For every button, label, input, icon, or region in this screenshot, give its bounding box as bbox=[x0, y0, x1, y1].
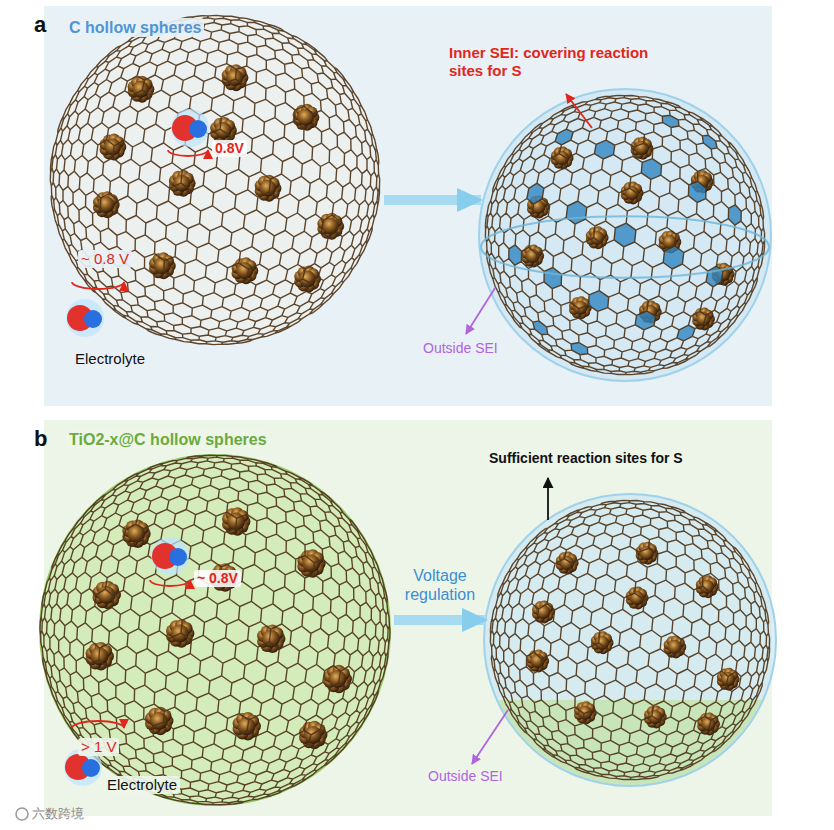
watermark: 六数跨境 bbox=[32, 806, 84, 822]
annotation: Electrolyte bbox=[72, 350, 148, 368]
panel: aC hollow spheres0.8VInner SEI: covering… bbox=[44, 6, 772, 406]
watermark-icon bbox=[16, 808, 28, 820]
particle-core bbox=[226, 69, 243, 86]
particle-core bbox=[238, 717, 256, 735]
annotation: Outside SEI bbox=[420, 340, 501, 357]
sei-hexagon bbox=[533, 321, 548, 335]
sphere-node: 0.8V bbox=[50, 15, 380, 345]
carbon-mesh bbox=[485, 95, 764, 374]
process-arrow bbox=[384, 195, 481, 205]
hollow-sphere bbox=[484, 494, 776, 786]
leader-line bbox=[466, 288, 495, 334]
sulfur-particle bbox=[586, 226, 609, 249]
reduction-curl bbox=[168, 150, 208, 156]
carbon-mesh bbox=[490, 500, 769, 779]
carbon-atom bbox=[189, 120, 207, 138]
sulfur-particle bbox=[696, 575, 719, 598]
sei-shell bbox=[479, 89, 771, 381]
sulfur-particle bbox=[626, 587, 649, 610]
node-text: Sufficient reaction sites for S bbox=[486, 450, 686, 467]
sulfur-particle bbox=[145, 707, 173, 736]
leader-line bbox=[566, 94, 592, 128]
sphere-node: Sufficient reaction sites for S bbox=[490, 500, 770, 780]
sei-hexagon bbox=[571, 342, 588, 354]
carbon-atom bbox=[169, 548, 187, 566]
particle-core bbox=[635, 141, 649, 155]
sulfur-particle bbox=[692, 308, 715, 331]
particle-core bbox=[302, 555, 320, 573]
particle-core bbox=[104, 139, 121, 156]
sulfur-particle bbox=[299, 721, 327, 750]
particle-core bbox=[304, 726, 322, 744]
sei-shell bbox=[484, 494, 776, 786]
particle-core bbox=[329, 670, 347, 688]
molecule-halo bbox=[171, 109, 209, 147]
particle-core bbox=[595, 636, 609, 650]
sei-hexagon bbox=[702, 135, 717, 149]
sulfur-particle bbox=[621, 182, 644, 205]
particle-core bbox=[590, 231, 604, 245]
hollow-sphere bbox=[479, 89, 771, 381]
panel: bTiO2-x@C hollow spheres~ 0.8VSufficient… bbox=[44, 420, 772, 816]
particle-core bbox=[132, 81, 149, 98]
sulfur-particle bbox=[644, 706, 667, 729]
particle-core bbox=[640, 546, 654, 560]
sulfur-particle bbox=[551, 147, 574, 170]
sphere-fill bbox=[50, 15, 380, 345]
sei-hexagon bbox=[662, 115, 679, 127]
sulfur-particle bbox=[697, 713, 720, 736]
sphere-node: Inner SEI: covering reaction sites for S bbox=[485, 95, 765, 375]
tio2-layer bbox=[485, 700, 775, 785]
edge-label: Voltage regulation bbox=[388, 566, 492, 604]
panel-letter: b bbox=[34, 426, 47, 452]
sei-cut-line bbox=[481, 216, 769, 278]
node-text: TiO2-x@C hollow spheres bbox=[66, 430, 270, 449]
carbon-mesh bbox=[50, 15, 379, 344]
sulfur-particle bbox=[297, 549, 325, 578]
panel-ground bbox=[44, 6, 772, 406]
particle-core bbox=[297, 109, 314, 126]
electrolyte-molecule bbox=[66, 299, 104, 337]
node-text: ~ 0.8V bbox=[194, 570, 241, 587]
electrolyte-molecule bbox=[171, 109, 209, 147]
reduction-curl bbox=[150, 580, 190, 586]
carbon-atom bbox=[84, 310, 102, 328]
sulfur-particle bbox=[149, 252, 176, 279]
sulfur-particle bbox=[591, 631, 614, 654]
annotation: > 1 V bbox=[78, 738, 119, 756]
sphere-fill bbox=[40, 455, 390, 805]
particle-core bbox=[259, 180, 276, 197]
leader-line bbox=[547, 478, 549, 520]
electrolyte-molecule bbox=[151, 537, 189, 575]
node-text: C hollow spheres bbox=[66, 18, 204, 37]
reduction-curl bbox=[72, 282, 124, 289]
annotation: ~ 0.8 V bbox=[78, 250, 132, 268]
molecule-halo bbox=[151, 537, 189, 575]
process-arrow bbox=[394, 615, 486, 625]
reduction-curl bbox=[72, 721, 124, 728]
molecule-halo bbox=[66, 299, 104, 337]
node-text: Inner SEI: covering reaction sites for S bbox=[446, 44, 652, 80]
node-text: 0.8V bbox=[212, 140, 247, 157]
carbon-mesh bbox=[40, 455, 390, 805]
annotation: Outside SEI bbox=[425, 768, 506, 785]
annotation: Electrolyte bbox=[104, 776, 180, 794]
sulfur-particle bbox=[556, 552, 579, 575]
hollow-sphere bbox=[40, 455, 390, 805]
carbon-atom bbox=[82, 759, 100, 777]
leader-line bbox=[472, 710, 508, 764]
panel-letter: a bbox=[34, 12, 46, 38]
hollow-sphere bbox=[50, 15, 380, 345]
particle-core bbox=[236, 262, 253, 279]
